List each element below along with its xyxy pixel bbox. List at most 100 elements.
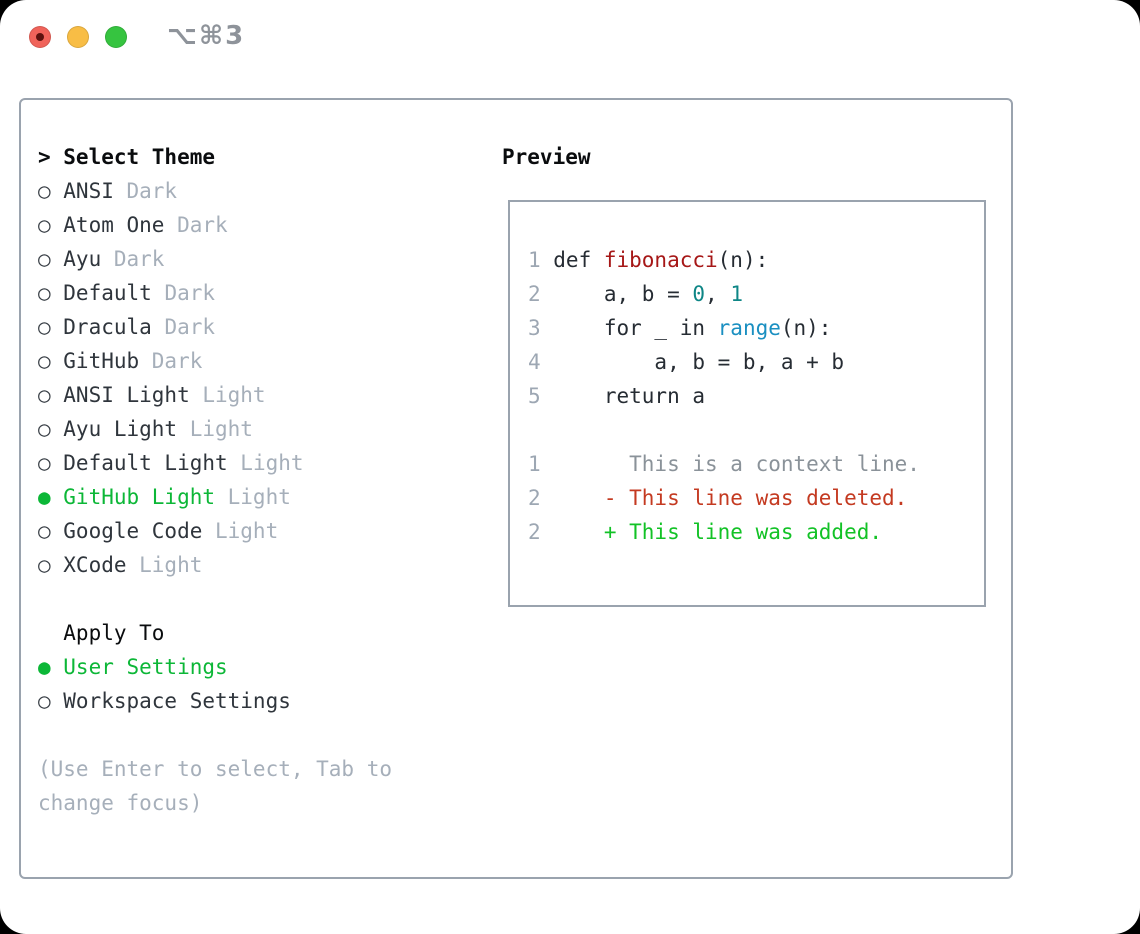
theme-variant-label: Dark — [164, 315, 216, 339]
radio-unselected-icon: ○ — [38, 179, 51, 203]
option-label: Atom One — [63, 213, 165, 237]
code-token-context: This is a context line. — [553, 452, 920, 476]
hint-line: (Use Enter to select, Tab to — [38, 757, 393, 781]
option-label: Dracula — [63, 315, 152, 339]
line-number: 3 — [528, 316, 541, 340]
theme-variant-label: Dark — [164, 281, 216, 305]
option-label: ANSI Light — [63, 383, 190, 407]
theme-variant-label: Light — [240, 451, 304, 475]
option-label: Default — [63, 281, 152, 305]
code-token-plain: def — [553, 248, 604, 272]
theme-variant-label: Light — [139, 553, 203, 577]
code-line: 1 def fibonacci(n): — [528, 243, 984, 277]
theme-picker-heading-label: Select Theme — [63, 145, 215, 169]
radio-unselected-icon: ○ — [38, 281, 51, 305]
theme-variant-label: Light — [227, 485, 291, 509]
apply-to-heading-label: Apply To — [63, 621, 165, 645]
code-line: 2 - This line was deleted. — [528, 481, 984, 515]
theme-option-ansi[interactable]: ○ ANSI Dark — [38, 174, 392, 208]
theme-option-ansi-light[interactable]: ○ ANSI Light Light — [38, 378, 392, 412]
code-line: 3 for _ in range(n): — [528, 311, 984, 345]
code-line: 2 a, b = 0, 1 — [528, 277, 984, 311]
line-number: 5 — [528, 384, 541, 408]
hint-line: change focus) — [38, 791, 203, 815]
line-number: 2 — [528, 520, 541, 544]
code-line: 5 return a — [528, 379, 984, 413]
radio-unselected-icon: ○ — [38, 689, 51, 713]
code-token-number: 0 — [692, 282, 706, 306]
line-number: 1 — [528, 248, 541, 272]
theme-variant-label: Dark — [126, 179, 178, 203]
theme-option-xcode[interactable]: ○ XCode Light — [38, 548, 392, 582]
radio-unselected-icon: ○ — [38, 349, 51, 373]
radio-unselected-icon: ○ — [38, 315, 51, 339]
code-line: 4 a, b = b, a + b — [528, 345, 984, 379]
radio-unselected-icon: ○ — [38, 417, 51, 441]
close-dot-icon — [36, 33, 44, 41]
code-token-func: fibonacci — [603, 248, 718, 272]
theme-variant-label: Dark — [177, 213, 228, 237]
radio-unselected-icon: ○ — [38, 383, 51, 407]
option-label: GitHub — [63, 349, 140, 373]
radio-unselected-icon: ○ — [38, 553, 51, 577]
theme-variant-label: Dark — [151, 349, 203, 373]
theme-variant-label: Dark — [113, 247, 165, 271]
option-label: Google Code — [63, 519, 203, 543]
radio-unselected-icon: ○ — [38, 519, 51, 543]
radio-selected-icon: ● — [38, 485, 51, 509]
code-token-deleted: - This line was deleted. — [553, 486, 908, 510]
code-token-plain: for _ in — [553, 316, 718, 340]
theme-option-default-light[interactable]: ○ Default Light Light — [38, 446, 392, 480]
option-label: User Settings — [63, 655, 228, 679]
preview-heading: Preview — [502, 145, 591, 169]
theme-option-github-light[interactable]: ● GitHub Light Light — [38, 480, 392, 514]
radio-unselected-icon: ○ — [38, 451, 51, 475]
option-label: XCode — [63, 553, 127, 577]
theme-option-ayu-light[interactable]: ○ Ayu Light Light — [38, 412, 392, 446]
apply-option-user-settings[interactable]: ●User Settings — [38, 650, 392, 684]
line-number: 1 — [528, 452, 541, 476]
window-title-shortcut: ⌥⌘3 — [167, 21, 246, 51]
minimize-button[interactable] — [67, 26, 89, 48]
line-number: 2 — [528, 486, 541, 510]
apply-to-heading: Apply To — [38, 616, 392, 650]
line-number: 2 — [528, 282, 541, 306]
theme-option-dracula[interactable]: ○ Dracula Dark — [38, 310, 392, 344]
prompt-icon: > — [38, 145, 51, 169]
close-button[interactable] — [29, 26, 51, 48]
option-label: Ayu — [63, 247, 102, 271]
code-token-plain: (n): — [717, 248, 769, 272]
apply-to-list: ●User Settings ○ Workspace Settings — [38, 650, 392, 718]
option-label: ANSI — [63, 179, 114, 203]
theme-option-default[interactable]: ○ Default Dark — [38, 276, 392, 310]
zoom-button[interactable] — [105, 26, 127, 48]
keyboard-hint: (Use Enter to select, Tab to change focu… — [38, 752, 392, 820]
theme-option-ayu[interactable]: ○ Ayu Dark — [38, 242, 392, 276]
code-line: 2 + This line was added. — [528, 515, 984, 549]
option-label: Workspace Settings — [63, 689, 291, 713]
code-token-added: + This line was added. — [553, 520, 883, 544]
code-token-plain: a, b = — [553, 282, 693, 306]
theme-variant-label: Light — [202, 383, 266, 407]
option-label: Default Light — [63, 451, 228, 475]
code-line: 1 This is a context line. — [528, 447, 984, 481]
code-token-plain: return a — [553, 384, 705, 408]
code-token-builtin: range — [717, 316, 781, 340]
code-token-plain: (n): — [780, 316, 832, 340]
theme-picker-heading: > Select Theme — [38, 140, 392, 174]
code-token-number: 1 — [730, 282, 743, 306]
option-label: Ayu Light — [63, 417, 178, 441]
apply-option-workspace-settings[interactable]: ○ Workspace Settings — [38, 684, 392, 718]
code-token-plain: a, b = b, a + b — [553, 350, 845, 374]
option-label: GitHub Light — [63, 485, 215, 509]
radio-unselected-icon: ○ — [38, 247, 51, 271]
theme-variant-label: Light — [189, 417, 253, 441]
theme-option-github[interactable]: ○ GitHub Dark — [38, 344, 392, 378]
